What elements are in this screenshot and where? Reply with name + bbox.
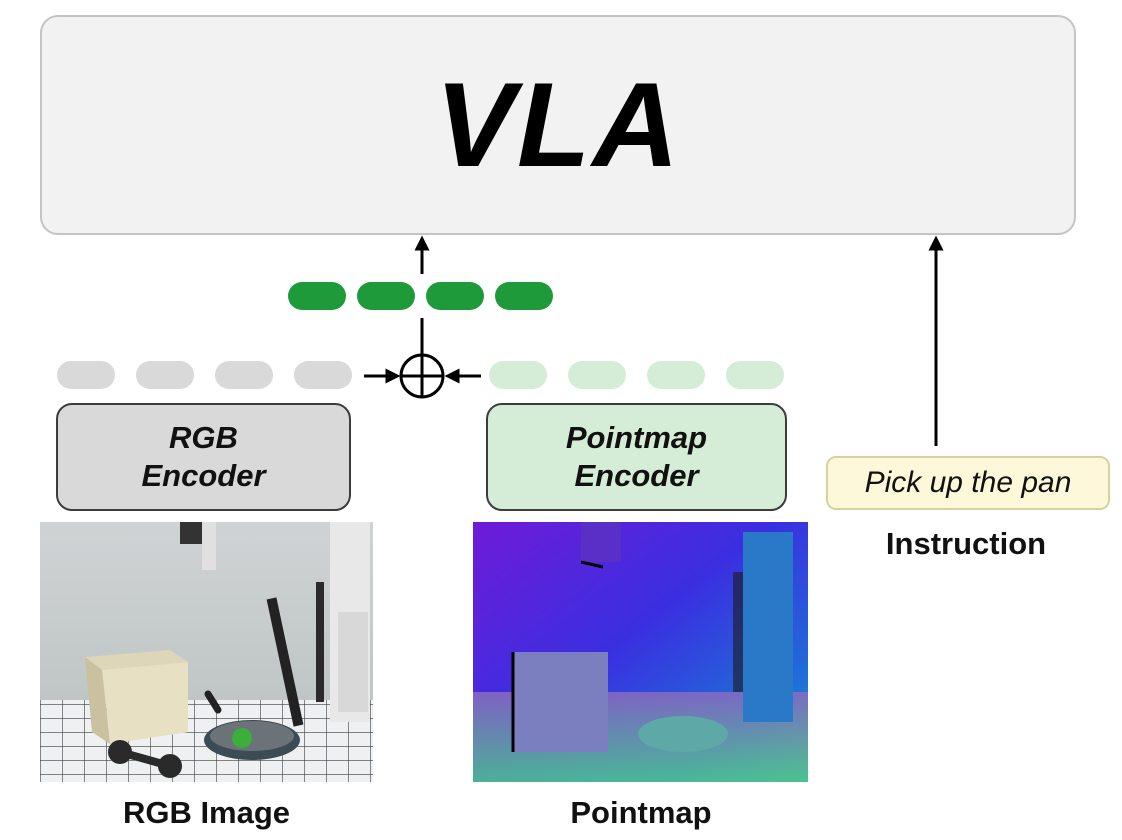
rgb-token <box>294 361 352 389</box>
circle-plus-icon <box>399 353 445 399</box>
vla-title: VLA <box>435 58 681 192</box>
rgb-token <box>57 361 115 389</box>
fused-token <box>288 282 346 310</box>
rgb-image-caption: RGB Image <box>122 795 291 830</box>
rgb-encoder-label-line1: RGB <box>169 420 238 455</box>
pointmap-encoder-label-line2: Encoder <box>574 458 699 493</box>
pointmap-caption: Pointmap <box>570 795 712 830</box>
rgb-image <box>40 522 373 782</box>
pointmap-encoder-box: Pointmap Encoder <box>486 403 787 511</box>
pointmap-token <box>489 361 547 389</box>
vla-box: VLA <box>40 15 1076 235</box>
connections-layer <box>57 235 944 446</box>
pointmap-image <box>473 522 808 782</box>
instruction-text: Pick up the pan <box>864 466 1072 499</box>
rgb-encoder-label-line2: Encoder <box>141 458 266 493</box>
pointmap-token <box>647 361 705 389</box>
rgb-token <box>215 361 273 389</box>
pointmap-token <box>568 361 626 389</box>
rgb-token <box>136 361 194 389</box>
fused-token <box>495 282 553 310</box>
rgb-encoder-box: RGB Encoder <box>56 403 351 511</box>
pointmap-encoder-label-line1: Pointmap <box>565 420 708 455</box>
pointmap-token <box>726 361 784 389</box>
fused-token <box>357 282 415 310</box>
fused-token <box>426 282 484 310</box>
instruction-caption: Instruction <box>885 526 1047 561</box>
instruction-box: Pick up the pan <box>826 456 1110 510</box>
